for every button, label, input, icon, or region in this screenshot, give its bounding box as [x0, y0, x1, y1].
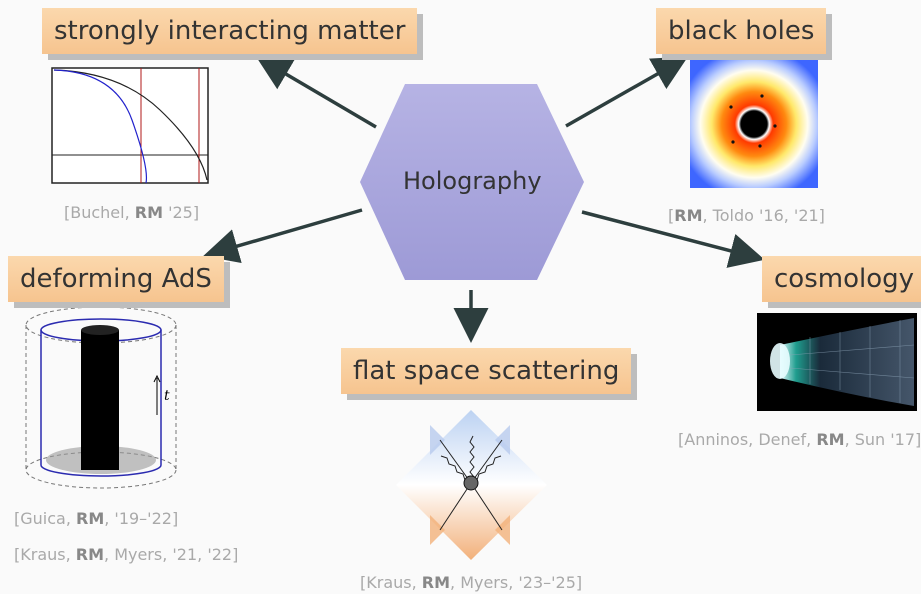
penrose-diamond [396, 410, 547, 560]
citation-kraus-2: [Kraus, RM, Myers, '23–'25] [360, 573, 583, 592]
black-hole-image [690, 60, 818, 188]
arrow-to-cosmo [581, 210, 765, 268]
cylinder-axis-label: t [164, 388, 170, 404]
holography-hexagon [360, 84, 584, 280]
topic-cosmo: cosmology [762, 256, 921, 302]
black-hole-dots [729, 94, 777, 148]
topic-flat: flat space scattering [341, 348, 632, 394]
arrow-to-strong [255, 56, 377, 129]
topic-blackholes: black holes [656, 8, 827, 54]
phase-plot [51, 67, 209, 184]
citation-guica: [Guica, RM, '19–'22] [14, 509, 179, 528]
arrow-to-ads [203, 208, 363, 264]
holography-label: Holography [403, 167, 542, 195]
arrow-to-blackholes [565, 56, 689, 128]
cosmology-image [757, 313, 917, 411]
topic-ads: deforming AdS [8, 256, 224, 302]
citation-buchel: [Buchel, RM '25] [64, 203, 200, 222]
citation-anninos: [Anninos, Denef, RM, Sun '17] [678, 430, 921, 449]
citation-kraus-1: [Kraus, RM, Myers, '21, '22] [14, 545, 239, 564]
topic-strong: strongly interacting matter [42, 8, 418, 54]
citation-toldo: [RM, Toldo '16, '21] [668, 206, 825, 225]
ads-cylinder [25, 306, 177, 489]
